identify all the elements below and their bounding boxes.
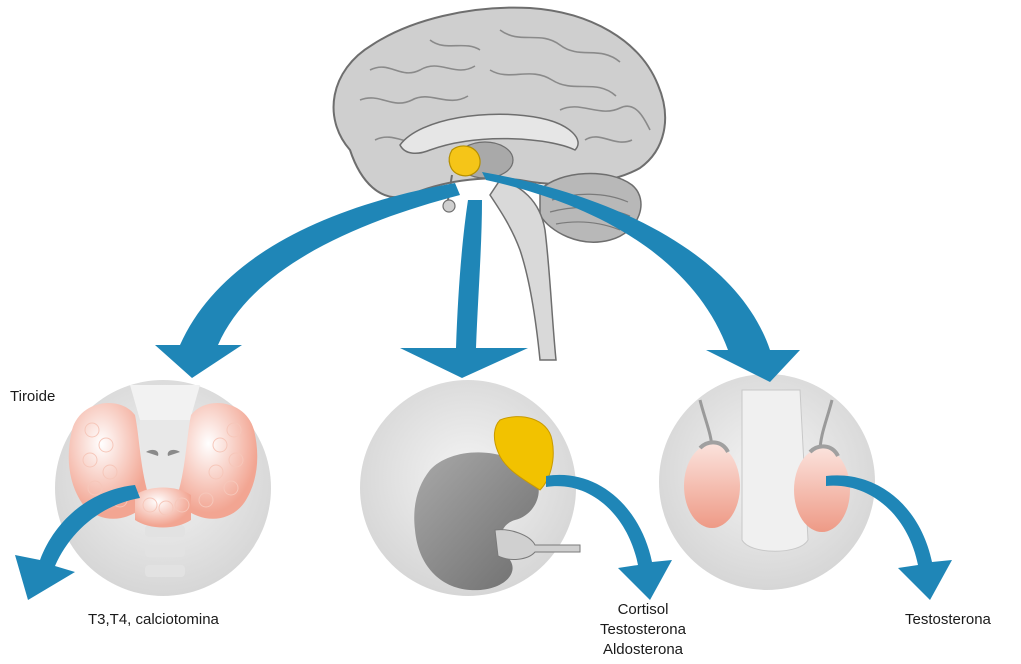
testes-hormones-label: Testosterona bbox=[905, 610, 991, 630]
thyroid-title: Tiroide bbox=[10, 387, 55, 407]
thyroid-hormones-label: T3,T4, calciotomina bbox=[88, 610, 219, 630]
adrenal-hormones-label: Cortisol Testosterona Aldosterona bbox=[588, 600, 698, 660]
hormone-aldosterone: Aldosterona bbox=[588, 640, 698, 660]
hormone-cortisol: Cortisol bbox=[588, 600, 698, 620]
hormone-testosterone: Testosterona bbox=[588, 620, 698, 640]
brain-icon bbox=[334, 8, 666, 360]
